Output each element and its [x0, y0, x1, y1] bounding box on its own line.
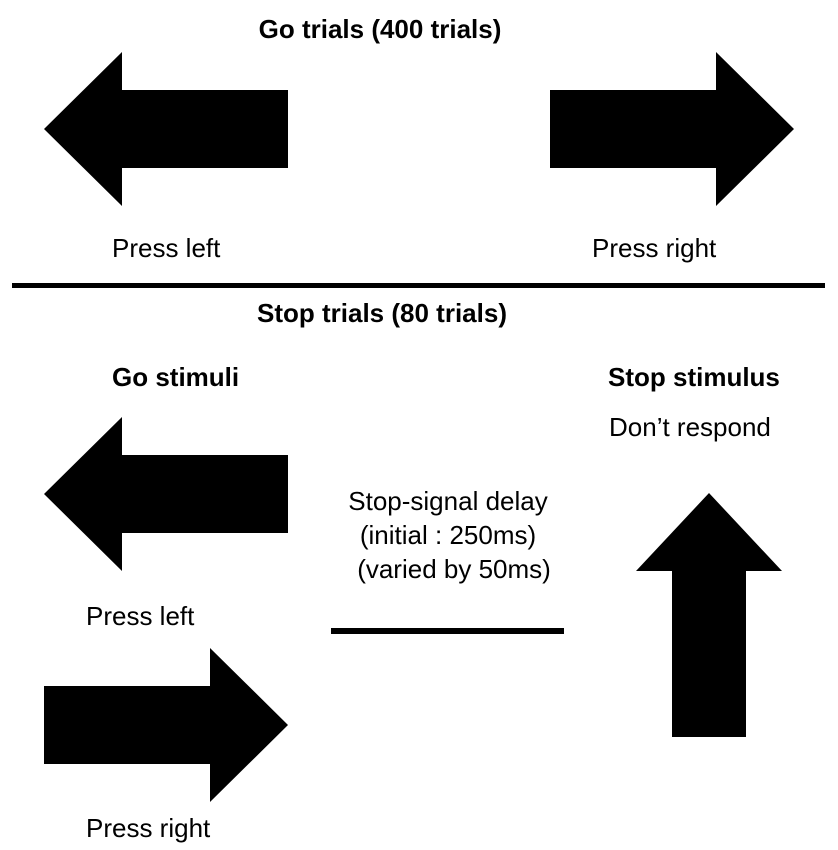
delay-timeline-bar [331, 628, 564, 634]
go-trials-title: Go trials (400 trials) [258, 14, 502, 44]
stop-up-arrow-icon [636, 493, 782, 737]
delay-line-2: (initial : 250ms) [359, 520, 537, 550]
stop-go-press-left-label: Press left [86, 601, 195, 631]
delay-line-1: Stop-signal delay [348, 486, 548, 516]
go-right-arrow-icon [550, 52, 794, 206]
delay-line-3: (varied by 50ms) [357, 554, 551, 584]
go-press-right-label: Press right [592, 233, 717, 263]
section-divider [12, 283, 825, 288]
go-press-left-label: Press left [112, 233, 221, 263]
stop-instruction-label: Don’t respond [609, 412, 771, 442]
stop-stimulus-heading: Stop stimulus [608, 362, 780, 392]
stop-go-left-arrow-icon [44, 417, 288, 571]
go-left-arrow-icon [44, 52, 288, 206]
stop-trials-title: Stop trials (80 trials) [257, 298, 507, 328]
stop-signal-delay-text: Stop-signal delay (initial : 250ms) (var… [345, 484, 551, 586]
stop-go-right-arrow-icon [44, 648, 288, 802]
stop-go-press-right-label: Press right [86, 813, 211, 843]
go-stimuli-heading: Go stimuli [112, 362, 240, 392]
